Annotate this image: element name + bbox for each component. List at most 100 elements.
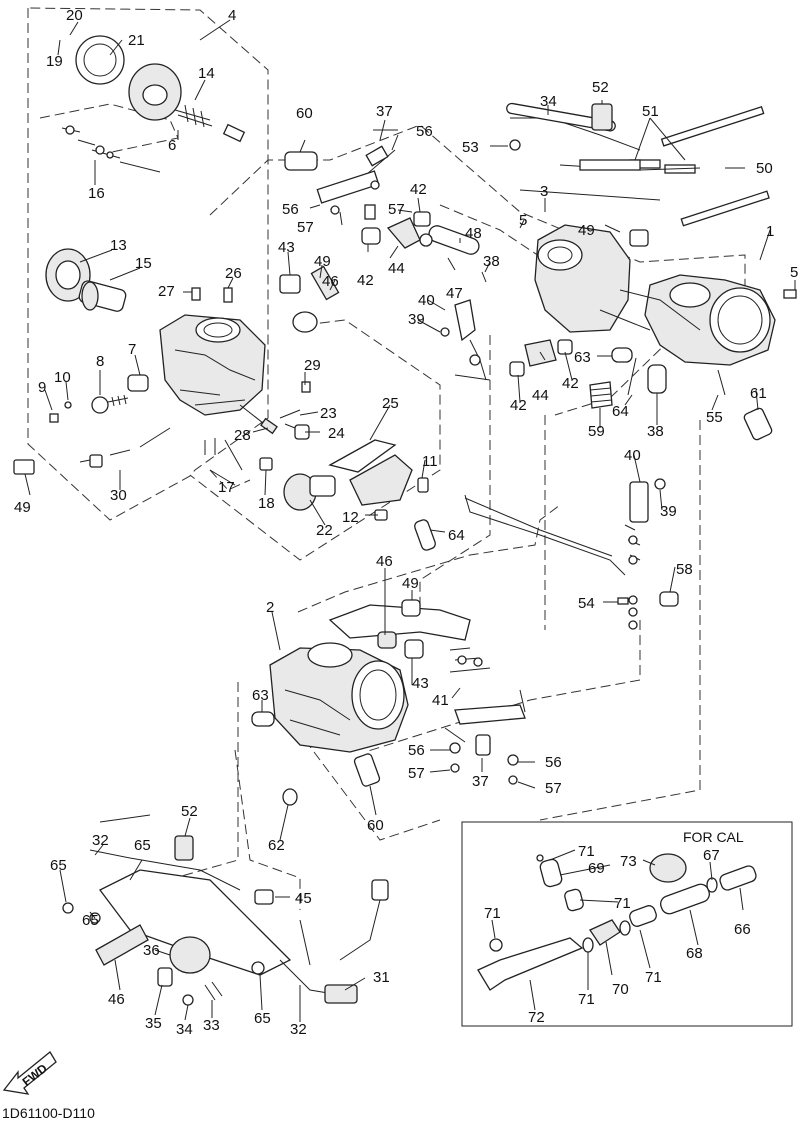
sensor-60a xyxy=(284,151,318,171)
fitting-45 xyxy=(254,889,274,905)
callout-number: 64 xyxy=(612,403,629,420)
needle-spring-14 xyxy=(174,104,213,128)
piston-15-end xyxy=(81,281,99,311)
leader-lines xyxy=(24,19,796,1022)
callout-number: 31 xyxy=(373,969,390,986)
callout-number: 10 xyxy=(54,369,71,386)
callout-number: 27 xyxy=(158,283,175,300)
callout-number: 34 xyxy=(176,1021,193,1038)
nut-stack-d xyxy=(628,607,638,617)
clip-33 xyxy=(204,981,223,1001)
hose-71c xyxy=(629,905,657,927)
callout-number: 71 xyxy=(614,895,631,912)
cap-49d xyxy=(401,599,421,617)
for-cal-panel xyxy=(461,821,793,1027)
spring-37b xyxy=(475,734,491,756)
callout-number: 56 xyxy=(416,123,433,140)
boundary-mid-left xyxy=(189,319,441,561)
callout-number: 23 xyxy=(320,405,337,422)
callout-number: 49 xyxy=(578,222,595,239)
washer-34b xyxy=(182,994,194,1006)
callout-number: 44 xyxy=(388,260,405,277)
bolt-5b xyxy=(783,289,797,299)
sensor-61 xyxy=(743,407,773,441)
idle-screw-7 xyxy=(127,374,149,392)
spring-59-coils xyxy=(589,387,613,403)
joint-42a xyxy=(361,227,381,245)
callout-number: 48 xyxy=(465,225,482,242)
carb-bore-4 xyxy=(195,317,241,343)
pin-54 xyxy=(617,597,629,605)
callout-number: 65 xyxy=(50,857,67,874)
carb-bore-3-inner xyxy=(547,246,573,264)
fitting-26 xyxy=(223,287,233,303)
callout-number: 32 xyxy=(92,832,109,849)
diagram-code: 1D61100-D110 xyxy=(2,1105,95,1121)
callout-number: 11 xyxy=(422,453,438,470)
callout-number: 61 xyxy=(750,385,767,402)
callout-number: 57 xyxy=(545,780,562,797)
nut-65a xyxy=(62,902,74,914)
clamp-71d xyxy=(582,937,594,953)
callout-number: 46 xyxy=(322,273,339,290)
callout-number: 24 xyxy=(328,425,345,442)
callout-number: 42 xyxy=(510,397,527,414)
boundary-17 xyxy=(209,469,251,491)
callout-number: 49 xyxy=(314,253,331,270)
callout-number: 21 xyxy=(128,32,145,49)
long-bolt-lower xyxy=(680,190,770,227)
nut-56a xyxy=(370,180,380,190)
diaphragm-cover-21 xyxy=(75,35,125,85)
callout-number: 60 xyxy=(296,105,313,122)
upper-middle-parts xyxy=(279,129,491,381)
fitting-43b xyxy=(404,639,424,659)
callout-number: 73 xyxy=(620,853,637,870)
wire-31 xyxy=(279,919,341,996)
carb-bore-4-inner xyxy=(203,322,233,338)
float-22-arm xyxy=(309,475,336,497)
bracket-3 xyxy=(579,159,641,171)
callout-number: 2 xyxy=(266,599,274,616)
tube-71b xyxy=(564,888,584,912)
washer-57c xyxy=(450,763,460,773)
callout-number: 38 xyxy=(647,423,664,440)
callout-number: 67 xyxy=(703,847,720,864)
callout-number: 42 xyxy=(357,272,374,289)
washer-39a xyxy=(440,327,450,337)
carburetor-4-assembly xyxy=(13,35,436,551)
joint-57b xyxy=(413,211,431,227)
callout-number: 59 xyxy=(588,423,605,440)
carb-2-bore xyxy=(307,642,353,668)
boundary-far-right xyxy=(539,420,701,821)
carb-2-detail xyxy=(284,689,351,736)
callout-number: 54 xyxy=(578,595,595,612)
callout-number: 44 xyxy=(532,387,549,404)
tube-55 xyxy=(717,369,726,396)
callouts: 20 4 21 19 14 6 16 13 15 27 26 8 7 9 10 … xyxy=(14,7,798,1038)
callout-number: 20 xyxy=(66,7,83,24)
spring-8 xyxy=(107,394,129,407)
callout-number: 6 xyxy=(168,137,176,154)
callout-number: 43 xyxy=(278,239,295,256)
lever-40b xyxy=(629,481,649,523)
callout-number: 70 xyxy=(612,981,629,998)
callout-number: 4 xyxy=(228,7,236,24)
hose-64b xyxy=(627,357,637,396)
nut-stack-e xyxy=(628,620,638,630)
clip-38a xyxy=(481,271,487,283)
callout-number: 63 xyxy=(252,687,269,704)
callout-number: 72 xyxy=(528,1009,545,1026)
callout-number: 34 xyxy=(540,93,557,110)
callout-number: 66 xyxy=(734,921,751,938)
carb-2-cover-inner xyxy=(359,669,397,721)
hose-68 xyxy=(660,883,710,915)
nut-56d xyxy=(507,754,519,766)
callout-number: 49 xyxy=(402,575,419,592)
callout-number: 57 xyxy=(388,201,405,218)
washer-57d xyxy=(508,775,518,785)
callout-number: 49 xyxy=(14,499,31,516)
clamp-71a xyxy=(536,854,544,862)
callout-number: 56 xyxy=(282,201,299,218)
callout-number: 1 xyxy=(766,223,774,240)
callout-number: 3 xyxy=(540,183,548,200)
